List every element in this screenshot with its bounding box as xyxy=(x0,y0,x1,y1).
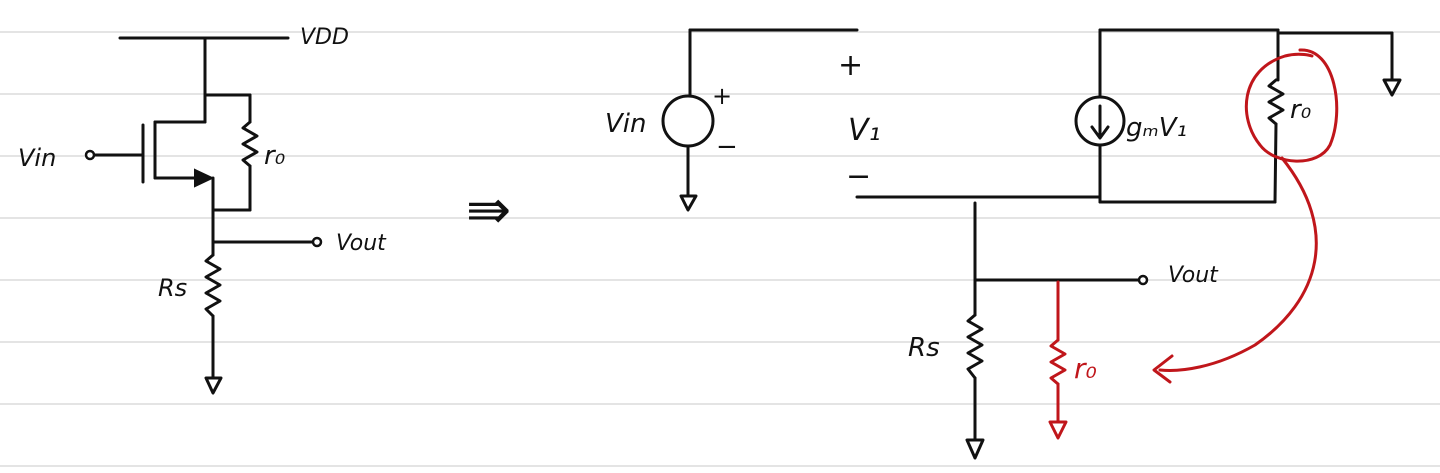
rs-left-label: Rs xyxy=(158,274,187,302)
source-plus: + xyxy=(712,82,732,110)
vout-left-terminal xyxy=(311,236,323,248)
v1-plus: + xyxy=(838,48,863,83)
ground-rs-right-icon xyxy=(965,438,985,460)
v1-minus: − xyxy=(846,159,871,194)
ground-moved-ro-icon xyxy=(1048,420,1068,440)
small-signal-model: Vin + − + V₁ − gₘV₁ r₀ Vout xyxy=(605,28,1402,460)
ro-moved-label: r₀ xyxy=(1074,352,1097,385)
gm-current-source-icon xyxy=(1074,95,1126,147)
source-minus: − xyxy=(716,132,738,162)
vout-left-label: Vout xyxy=(336,231,387,256)
ro-left-label: r₀ xyxy=(264,141,286,171)
ro-moved-resistor xyxy=(1049,338,1067,386)
red-annotation: r₀ xyxy=(1048,48,1339,440)
ground-source-icon xyxy=(679,194,698,212)
highlight-circle xyxy=(1244,48,1339,163)
rs-right-label: Rs xyxy=(908,333,940,363)
source-arrow xyxy=(194,168,215,188)
implies-arrow: ⇛ xyxy=(466,178,511,241)
rs-right-resistor xyxy=(966,313,984,380)
ground-top-right-icon xyxy=(1382,78,1402,97)
mosfet-symbol xyxy=(141,120,215,188)
ro-top-label: r₀ xyxy=(1290,95,1312,125)
ro-top-resistor xyxy=(1267,78,1285,126)
vin-right-label: Vin xyxy=(605,109,647,139)
vout-right-label: Vout xyxy=(1168,263,1219,288)
vout-right-terminal xyxy=(1137,274,1149,286)
source-follower-schematic: VDD Vin r₀ Vout Rs xyxy=(18,25,387,395)
vdd-label: VDD xyxy=(300,25,349,50)
vin-terminal xyxy=(84,149,96,161)
rs-left-resistor xyxy=(204,253,222,318)
vin-source-icon xyxy=(661,94,715,148)
move-arrow xyxy=(1158,156,1318,372)
ground-left-icon xyxy=(204,376,223,395)
v1-label: V₁ xyxy=(848,113,881,148)
ro-left-resistor xyxy=(241,120,259,168)
vin-left-label: Vin xyxy=(18,144,56,172)
gm-label: gₘV₁ xyxy=(1126,113,1187,143)
